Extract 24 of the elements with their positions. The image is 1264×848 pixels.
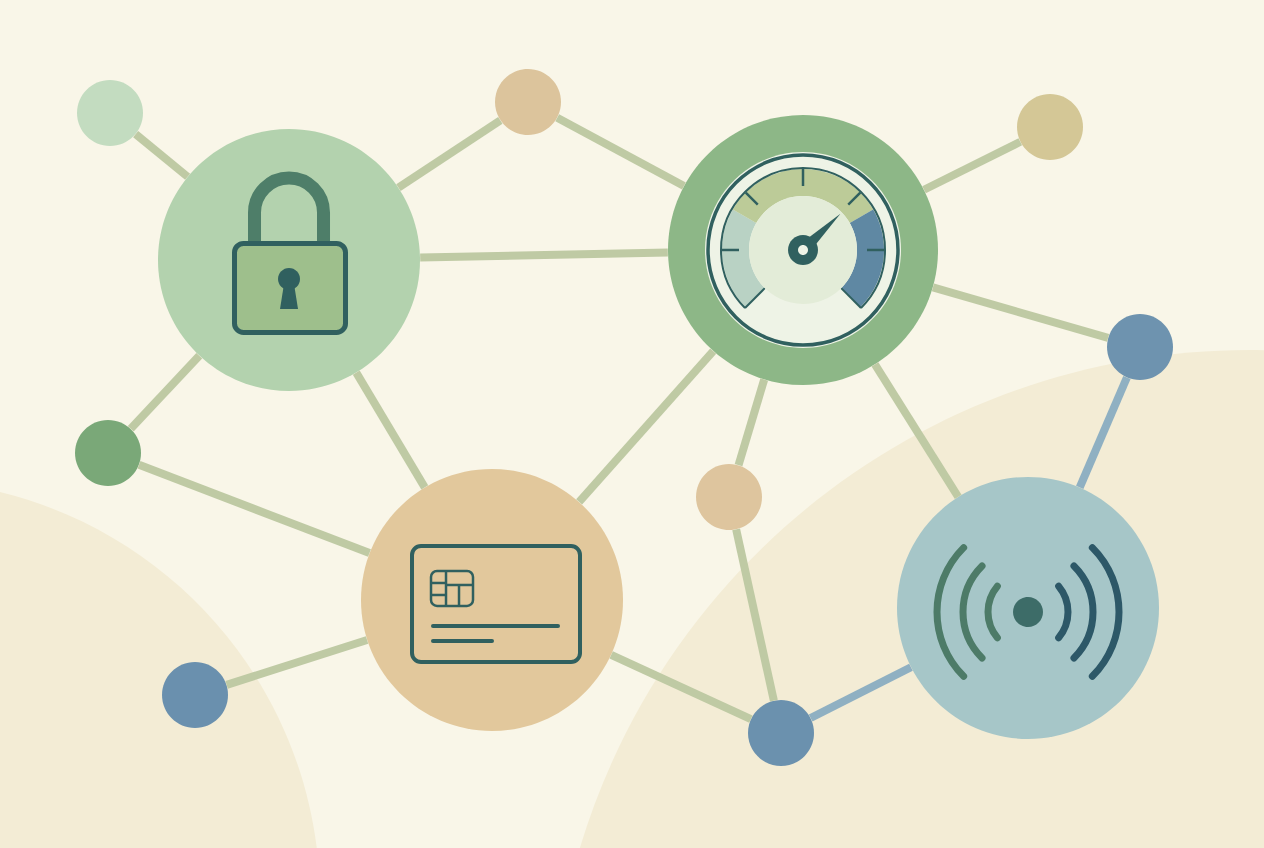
connector-line (931, 283, 1110, 342)
connector-line (127, 352, 203, 432)
connector-line (225, 636, 369, 689)
connector-line (922, 138, 1023, 194)
connector-line (871, 362, 962, 500)
connector-line (137, 461, 371, 557)
node-circle (75, 420, 141, 486)
node-circle (77, 80, 143, 146)
node-circle (748, 700, 814, 766)
connector-line (732, 528, 778, 702)
node-circle (495, 69, 561, 135)
node-circle (1017, 94, 1083, 160)
connector-line (1076, 375, 1131, 489)
connector-line (352, 370, 429, 490)
node-circle (696, 464, 762, 530)
connector-line (555, 114, 686, 190)
connector-line (734, 378, 769, 467)
connector-line (609, 651, 753, 723)
connector-line (576, 348, 717, 505)
node-circle (1107, 314, 1173, 380)
connector-line (396, 116, 503, 191)
node-circle (162, 662, 228, 728)
connector-line (808, 663, 913, 722)
connector-line (133, 130, 191, 180)
